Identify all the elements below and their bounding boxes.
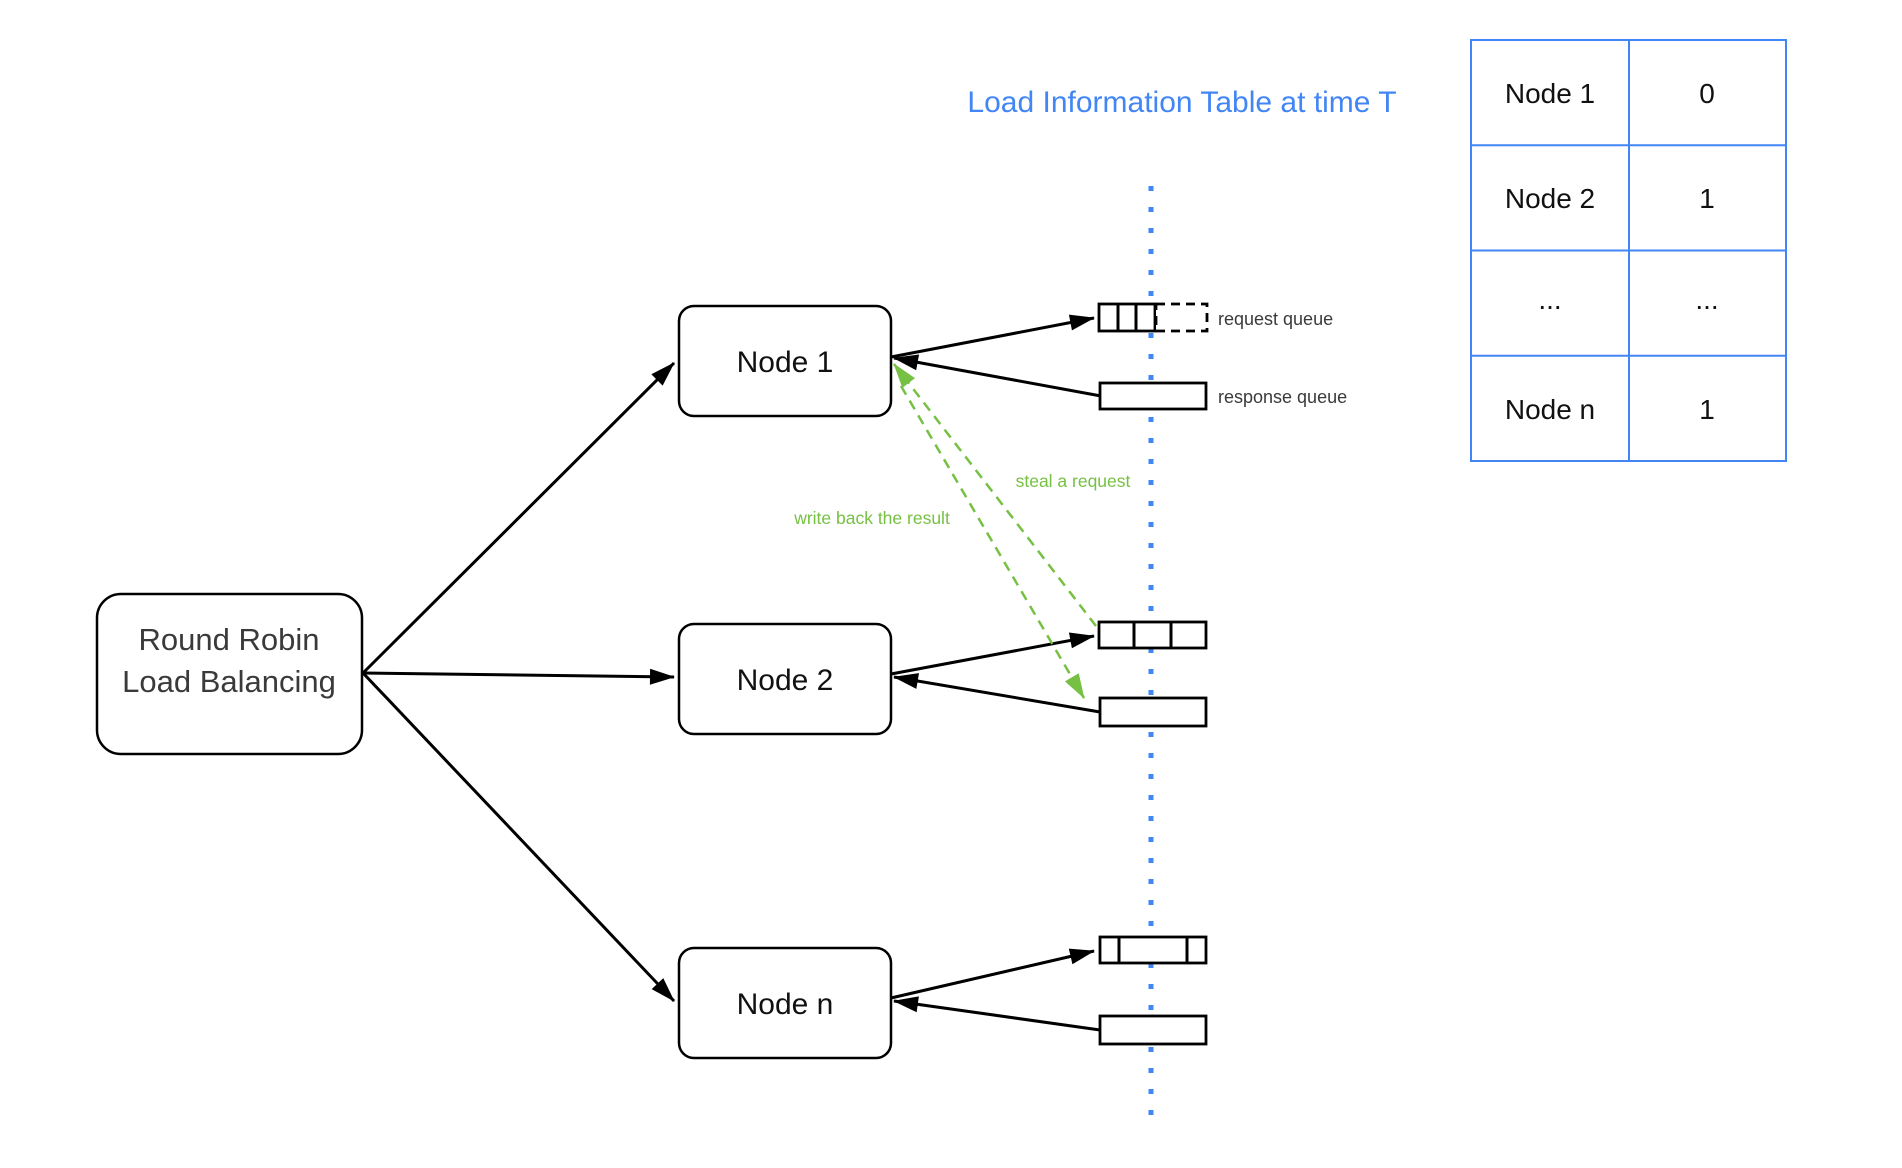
response-queue-node-n [1098, 1014, 1208, 1046]
table-cell-node: ... [1538, 284, 1561, 315]
load-info-table: Node 1 0 Node 2 1 ... ... Node n 1 [1470, 39, 1787, 462]
node-2-rect [677, 622, 893, 736]
table-cell-node: Node 1 [1505, 78, 1595, 109]
steal-request-label: steal a request [1016, 471, 1131, 491]
load-balancer-box: Round Robin Load Balancing [95, 592, 364, 756]
arrow-balancer-to-node-2 [362, 668, 675, 685]
arrow-response-queue-to-node-n [893, 996, 1101, 1032]
node-2-box: Node 2 [677, 622, 893, 736]
node-n-rect [677, 946, 893, 1060]
node-2-queues [890, 620, 1208, 728]
response-queue-node-1 [1098, 381, 1208, 411]
node-n-box: Node n [677, 946, 893, 1060]
request-queue-node-n [1098, 935, 1208, 965]
arrow-response-queue-to-node-1 [893, 354, 1102, 398]
table-row: ... ... [1538, 284, 1718, 315]
request-queue-node-2 [1097, 620, 1208, 650]
node-1-queues: request queue response queue [890, 302, 1347, 411]
arrow-response-queue-to-node-2 [893, 673, 1101, 714]
table-cell-node: Node 2 [1505, 183, 1595, 214]
write-back-result-label: write back the result [793, 508, 950, 528]
table-cell-node: Node n [1505, 394, 1595, 425]
request-queue-node-1 [1097, 302, 1157, 333]
arrow-balancer-to-node-1 [361, 361, 676, 675]
steal-request-arrow [893, 363, 1097, 627]
request-queue-node-1-dashed-extension [1154, 302, 1209, 333]
arrow-node-2-to-request-queue [890, 632, 1095, 676]
arrow-balancer-to-node-n [361, 671, 676, 1003]
table-cell-load: 1 [1699, 394, 1715, 425]
table-cell-load: ... [1695, 284, 1718, 315]
node-1-rect [677, 304, 893, 418]
response-queue-label: response queue [1218, 387, 1347, 407]
response-queue-node-2 [1098, 696, 1208, 728]
load-balancer-label-line2: Load Balancing [122, 664, 336, 699]
table-cell-load: 0 [1699, 78, 1715, 109]
write-back-result-arrow [899, 385, 1086, 699]
arrow-node-1-to-request-queue [890, 314, 1095, 359]
table-row: Node n 1 [1505, 394, 1715, 425]
node-1-label: Node 1 [737, 346, 834, 379]
node-2-label: Node 2 [737, 664, 834, 697]
table-row: Node 2 1 [1505, 183, 1715, 214]
table-cell-load: 1 [1699, 183, 1715, 214]
load-table-title: Load Information Table at time T [967, 86, 1396, 119]
arrow-node-n-to-request-queue [890, 948, 1095, 1000]
node-1-box: Node 1 [677, 304, 893, 418]
table-row: Node 1 0 [1505, 78, 1715, 109]
request-queue-label: request queue [1218, 309, 1333, 329]
node-n-queues [890, 935, 1208, 1046]
node-n-label: Node n [737, 988, 834, 1021]
load-balancer-label-line1: Round Robin [139, 622, 320, 657]
